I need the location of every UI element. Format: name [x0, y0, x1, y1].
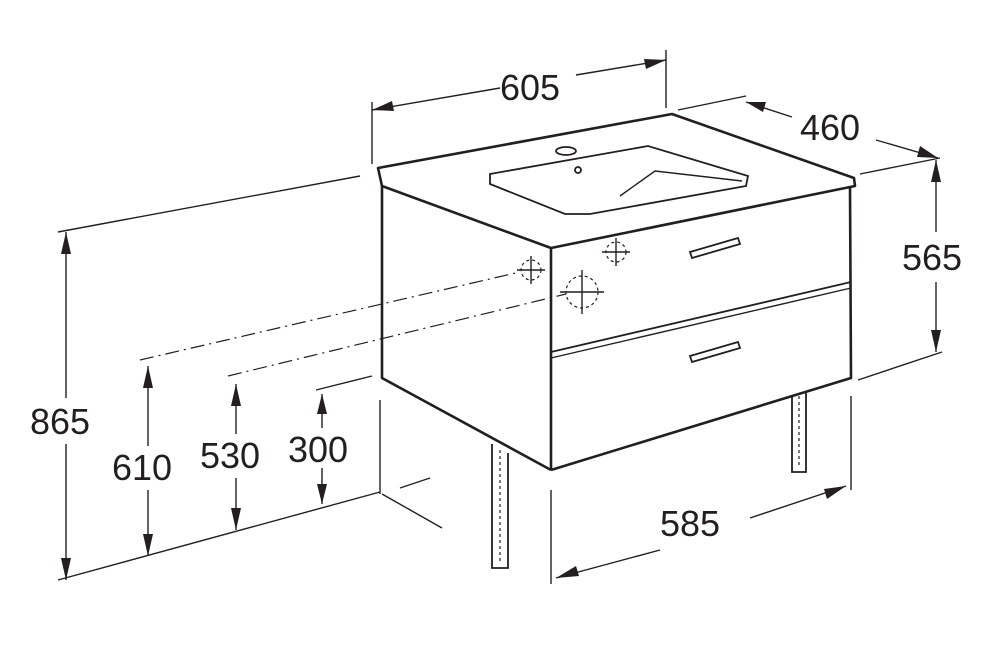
dimension-605: 605 — [371, 50, 667, 164]
crosshair-icon — [560, 270, 604, 314]
tap-hole — [555, 146, 577, 156]
centerline-610 — [139, 271, 521, 361]
basin-top-outline — [376, 112, 857, 250]
drawer-handle-icon — [688, 236, 742, 260]
dimension-565: 565 — [857, 160, 962, 381]
dimension-300: 300 — [288, 375, 373, 504]
drawer-top-divider — [550, 281, 852, 353]
floor-extension-lines — [379, 400, 443, 529]
dim-530-label: 530 — [200, 435, 260, 476]
dimension-585: 585 — [550, 396, 852, 584]
dimension-610: 610 — [112, 366, 172, 556]
crosshair-icon — [517, 256, 545, 284]
drawer-top-divider-lower — [550, 287, 852, 359]
dimension-530: 530 — [200, 384, 260, 530]
dim-300-label: 300 — [288, 429, 348, 470]
front-right-leg — [791, 392, 807, 473]
basin-bowl-inner — [619, 170, 743, 197]
drawer-handle-icon — [688, 340, 742, 364]
dim-460-label: 460 — [800, 107, 860, 148]
dimension-865: 865 — [30, 175, 381, 581]
vanity-unit — [376, 112, 857, 569]
dimension-460: 460 — [677, 95, 941, 175]
cabinet-right-side — [550, 185, 853, 472]
front-left-leg — [491, 444, 509, 569]
basin-top-front-edge — [381, 185, 856, 249]
dim-865-label: 865 — [30, 401, 90, 442]
dim-585-label: 585 — [660, 503, 720, 544]
cabinet-left-side — [380, 186, 552, 472]
overflow-hole — [574, 166, 582, 174]
dim-565-label: 565 — [902, 237, 962, 278]
dim-605-label: 605 — [500, 67, 560, 108]
basin-bowl — [489, 145, 750, 215]
crosshair-icon — [602, 238, 630, 266]
dim-610-label: 610 — [112, 447, 172, 488]
centerline-530 — [227, 293, 567, 377]
